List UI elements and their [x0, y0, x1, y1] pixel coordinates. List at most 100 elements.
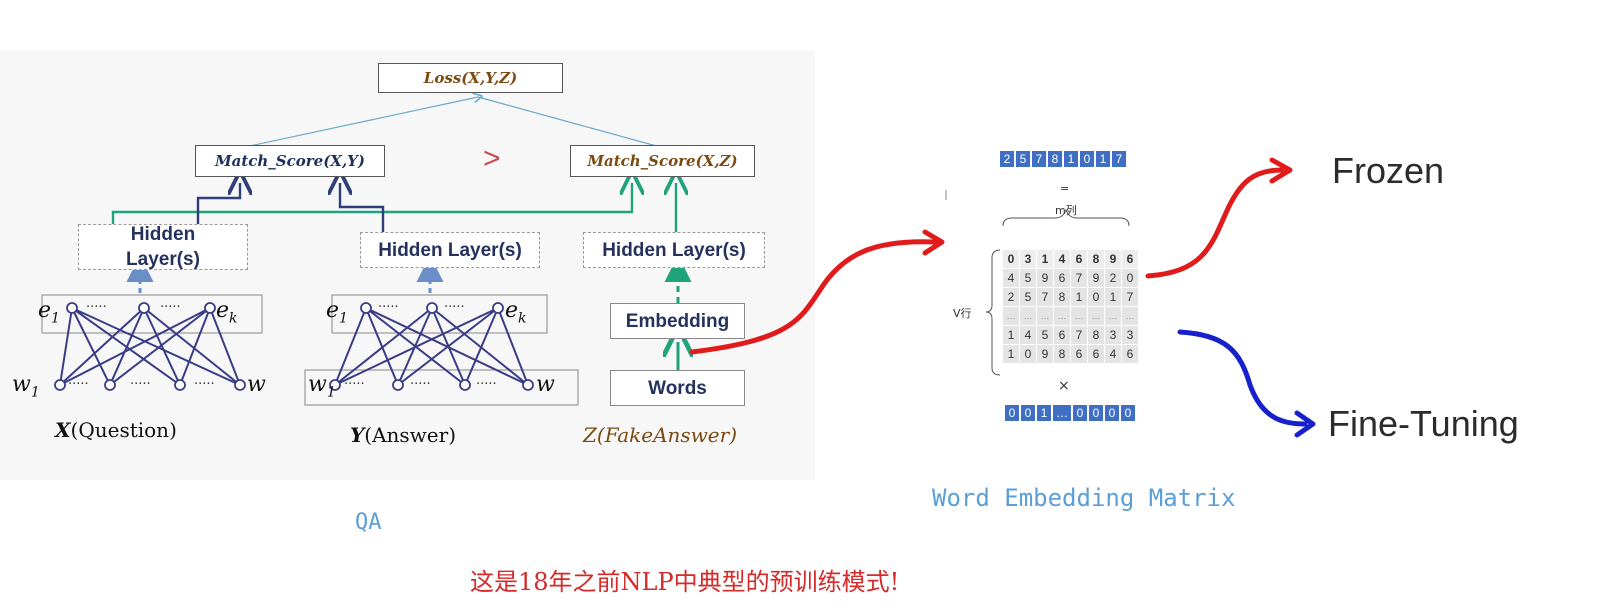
words-label: Words — [648, 377, 707, 399]
question-bottom-dots-2: ····· — [130, 377, 151, 392]
top-vector-cell: 2 — [1000, 151, 1014, 167]
loss-box: Loss(X,Y,Z) — [378, 63, 563, 93]
matrix-cell: 9 — [1037, 345, 1053, 363]
matrix-cell: 1 — [1037, 250, 1053, 268]
one-hot-vector-cell: 0 — [1005, 405, 1019, 421]
one-hot-vector-cell: 0 — [1073, 405, 1087, 421]
matrix-cell: 6 — [1122, 345, 1138, 363]
matrix-cell: 1 — [1003, 345, 1019, 363]
hidden-layer-answer-label: Hidden Layer(s) — [378, 239, 522, 261]
link-hiddenq-matchxy — [196, 183, 240, 225]
match-score-xy-box: Match_Score(X,Y) — [195, 145, 385, 177]
hidden-layer-question-box: Hidden Layer(s) — [78, 224, 248, 270]
answer-e1-label: e1 — [326, 298, 348, 327]
matrix-cell: 9 — [1105, 250, 1121, 268]
match-score-xy-label: Match_Score(X,Y) — [215, 152, 365, 170]
top-vector-cell: 1 — [1096, 151, 1110, 167]
matrix-cell: 6 — [1071, 345, 1087, 363]
answer-bottom-dots-2: ····· — [410, 377, 431, 392]
matrix-cell: 5 — [1020, 269, 1036, 287]
question-top-dots-2: ····· — [160, 300, 181, 315]
matrix-cell: 0 — [1003, 250, 1019, 268]
answer-top-dots-1: ····· — [378, 300, 399, 315]
hidden-layer-answer-box: Hidden Layer(s) — [360, 232, 540, 268]
question-net-edges — [59, 307, 241, 386]
top-vector-cell: 0 — [1080, 151, 1094, 167]
matrix-cell: 9 — [1088, 269, 1104, 287]
matrix-cell: 4 — [1003, 269, 1019, 287]
words-box: Words — [610, 370, 745, 406]
matrix-cell: 5 — [1037, 326, 1053, 344]
question-net-frame — [41, 294, 263, 334]
matrix-cell: 3 — [1020, 250, 1036, 268]
link-matchxy-loss — [244, 97, 478, 148]
question-top-dots-1: ····· — [86, 300, 107, 315]
matrix-cell: … — [1037, 307, 1053, 325]
matrix-cell: … — [1105, 307, 1121, 325]
matrix-cell: … — [1003, 307, 1019, 325]
matrix-cell: 1 — [1105, 288, 1121, 306]
matrix-cell: 6 — [1054, 269, 1070, 287]
question-label: X(Question) — [55, 418, 177, 442]
answer-net-frame-bottom — [304, 369, 579, 406]
column-brace — [1002, 208, 1130, 227]
hidden-layer-question-line1: Hidden — [130, 224, 196, 245]
matrix-caption: Word Embedding Matrix — [932, 484, 1236, 512]
rows-label: V行 — [953, 307, 972, 320]
one-hot-vector-cell: … — [1053, 405, 1071, 421]
matrix-cell: … — [1054, 307, 1070, 325]
greater-than-sign: > — [483, 142, 501, 175]
matrix-cell: 6 — [1088, 345, 1104, 363]
question-ek-label: ek — [216, 298, 238, 327]
matrix-cell: 0 — [1020, 345, 1036, 363]
equals-sign: = — [1060, 182, 1070, 195]
matrix-cell: 9 — [1037, 269, 1053, 287]
answer-w1-label: w1 — [308, 372, 336, 401]
one-hot-vector-cell: 0 — [1021, 405, 1035, 421]
one-hot-vector-cell: 0 — [1089, 405, 1103, 421]
answer-net-frame-top — [331, 294, 548, 334]
link-hidden-a-matchxy — [340, 183, 385, 233]
qa-caption: QA — [355, 510, 382, 535]
matrix-cell: 8 — [1054, 345, 1070, 363]
matrix-cell: … — [1020, 307, 1036, 325]
matrix-cell: 6 — [1122, 250, 1138, 268]
matrix-cell: 2 — [1105, 269, 1121, 287]
matrix-cell: 2 — [1003, 288, 1019, 306]
matrix-cell: 1 — [1003, 326, 1019, 344]
times-sign: × — [1058, 378, 1070, 394]
hidden-layer-fake-label: Hidden Layer(s) — [602, 239, 746, 261]
right-arrow-red-icon — [1269, 157, 1293, 184]
answer-net-edges — [334, 307, 529, 386]
matrix-cell: 4 — [1105, 345, 1121, 363]
answer-bottom-dots-1: ····· — [344, 377, 365, 392]
matrix-cell: 1 — [1071, 288, 1087, 306]
question-bottom-dots-1: ····· — [68, 377, 89, 392]
right-arrow-red-icon — [922, 229, 945, 256]
answer-ek-label: ek — [505, 298, 527, 327]
matrix-cell: 4 — [1020, 326, 1036, 344]
one-hot-vector-cell: 1 — [1037, 405, 1051, 421]
matrix-cell: 3 — [1122, 326, 1138, 344]
question-e1-label: e1 — [38, 298, 60, 327]
top-vector-cell: 7 — [1032, 151, 1046, 167]
matrix-cell: 0 — [1122, 269, 1138, 287]
top-vector-cell: 7 — [1112, 151, 1126, 167]
fine-tuning-label: Fine-Tuning — [1328, 403, 1519, 444]
hidden-layer-question-line2: Layer(s) — [126, 249, 200, 270]
matrix-cell: 3 — [1105, 326, 1121, 344]
frozen-label: Frozen — [1332, 150, 1445, 191]
matrix-cell: 8 — [1088, 250, 1104, 268]
one-hot-vector-cell: 0 — [1121, 405, 1135, 421]
top-vector-cell: 5 — [1016, 151, 1030, 167]
top-vector-cell: 1 — [1064, 151, 1078, 167]
answer-label: Y(Answer) — [350, 423, 456, 447]
question-w1-label: w1 — [12, 372, 40, 401]
matrix-cell: 0 — [1088, 288, 1104, 306]
matrix-cell: 7 — [1122, 288, 1138, 306]
arrow-to-finetuning — [1177, 329, 1308, 427]
